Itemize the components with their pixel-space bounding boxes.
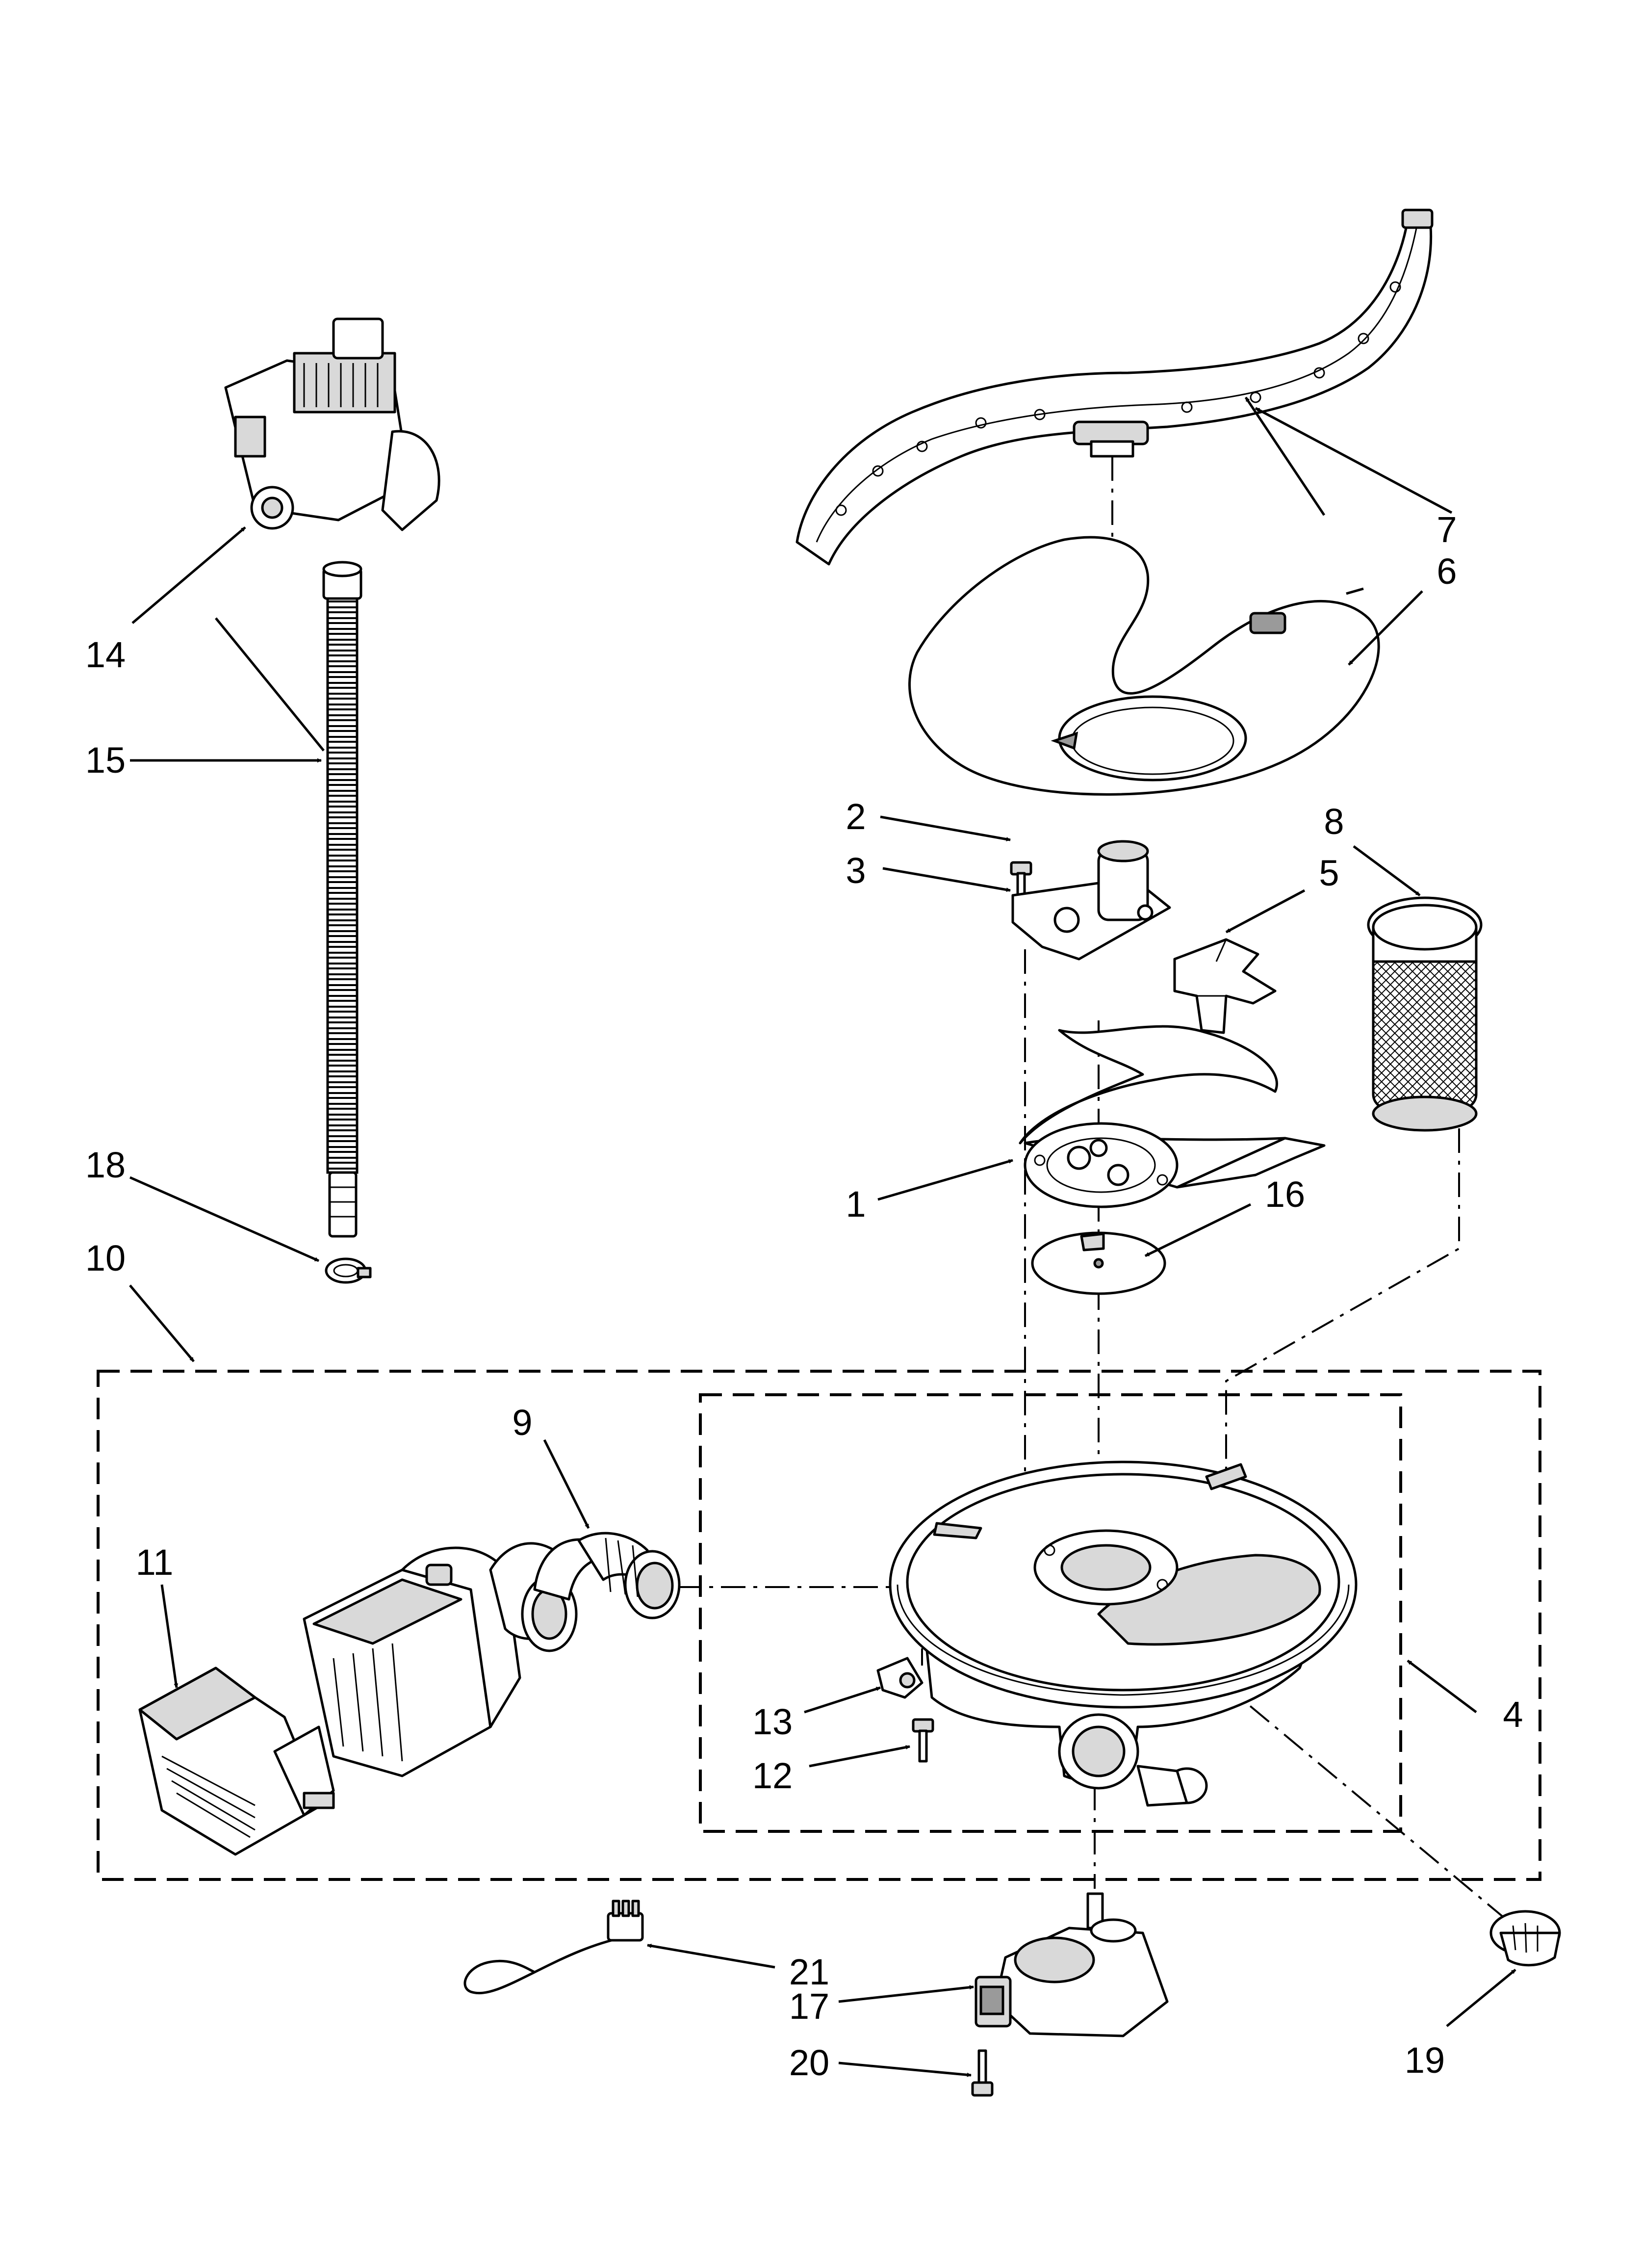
spray-shield [908, 536, 1380, 796]
callout-9: 9 [512, 1402, 532, 1443]
leader-lines [129, 396, 1516, 2077]
callout-1: 1 [846, 1184, 866, 1225]
thermistor-wire [463, 1900, 644, 1995]
callout-4: 4 [1503, 1694, 1523, 1735]
assembly-box-4 [699, 1393, 1402, 1833]
callout-7: 7 [1437, 509, 1457, 550]
disc-filter [1031, 1231, 1166, 1295]
diverter-motor [975, 1892, 1169, 2037]
callout-2: 2 [846, 796, 866, 837]
callout-3: 3 [846, 850, 866, 891]
callout-14: 14 [85, 634, 126, 675]
callout-19: 19 [1405, 2040, 1445, 2081]
callout-labels: 7 6 2 3 8 5 1 16 14 15 18 10 9 11 4 13 1… [85, 509, 1523, 2083]
assembly-box-10 [97, 1370, 1541, 1881]
drain-hose [322, 561, 362, 1238]
callout-18: 18 [85, 1145, 126, 1185]
callout-16: 16 [1265, 1174, 1305, 1215]
thermistor-sensor [1489, 1910, 1561, 1967]
callout-17: 17 [789, 1986, 829, 2027]
sump-assembly [889, 1460, 1358, 1807]
callout-11: 11 [136, 1542, 174, 1583]
circulation-pump-motor [303, 1532, 681, 1777]
spray-arm [795, 209, 1434, 566]
callout-8: 8 [1324, 801, 1344, 842]
motor-cover [138, 1667, 335, 1856]
callout-13: 13 [752, 1701, 793, 1742]
callout-5: 5 [1319, 853, 1339, 893]
callout-15: 15 [85, 740, 126, 781]
hose-clamp [325, 1257, 372, 1284]
callout-21: 21 [789, 1952, 829, 1992]
filter-plate [1019, 1025, 1326, 1208]
callout-10: 10 [85, 1238, 126, 1278]
drain-pump [224, 317, 440, 531]
callout-6: 6 [1437, 551, 1457, 592]
callout-12: 12 [752, 1755, 793, 1796]
diverter-valve [1173, 938, 1277, 1034]
screw-20 [971, 2049, 994, 2097]
screw-12 [912, 1718, 934, 1763]
callout-20: 20 [789, 2042, 829, 2083]
bracket-13 [876, 1657, 924, 1699]
filter-basket [1367, 896, 1483, 1132]
manifold [1011, 840, 1171, 961]
